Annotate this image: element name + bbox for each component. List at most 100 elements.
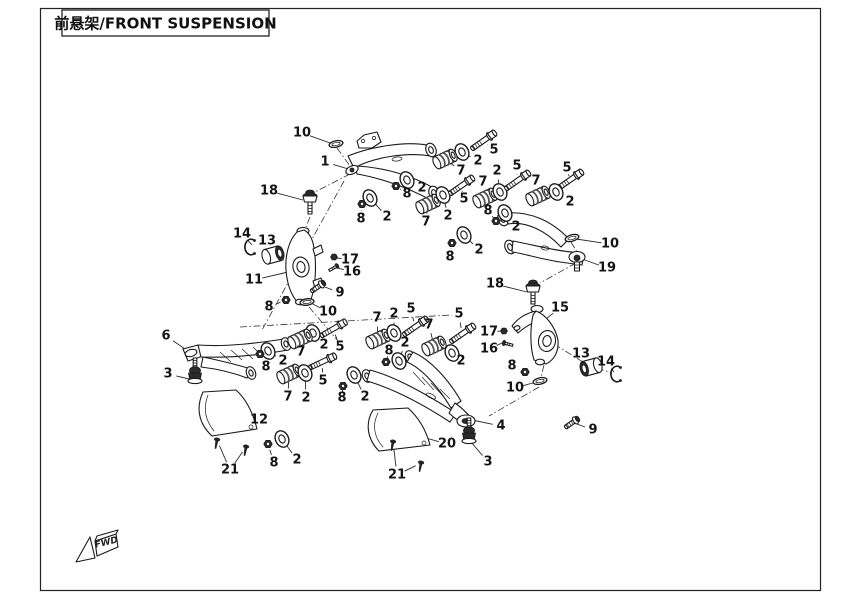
callout-label: 8 <box>402 187 411 202</box>
callout-label: 2 <box>474 243 483 258</box>
part-mud-guard-right <box>367 407 431 452</box>
callout-label: 21 <box>221 463 239 478</box>
callout-label: 17 <box>341 253 359 268</box>
callout-label: 2 <box>278 354 287 369</box>
nut-part <box>357 199 367 209</box>
leader-line <box>277 192 304 201</box>
callout-label: 20 <box>438 437 456 452</box>
callout-label: 5 <box>562 161 571 176</box>
nut-part <box>381 357 391 367</box>
callout-label: 16 <box>480 342 498 357</box>
leader-line <box>276 301 281 305</box>
leader-line <box>412 317 415 322</box>
callout-label: 7 <box>456 164 465 179</box>
callout-label: 7 <box>283 390 292 405</box>
leader-line <box>459 322 462 329</box>
callout-label: 2 <box>292 453 301 468</box>
callout-label: 2 <box>473 154 482 169</box>
part-steering-knuckle-right <box>511 304 559 366</box>
callout-label: 21 <box>388 468 406 483</box>
callout-label: 4 <box>496 419 505 434</box>
leader-line <box>334 334 338 340</box>
callout-label: 13 <box>258 234 276 249</box>
callout-label: 8 <box>264 300 273 315</box>
callout-label: 8 <box>261 360 270 375</box>
callout-label: 8 <box>269 456 278 471</box>
callout-label: 2 <box>301 391 310 406</box>
callout-label: 5 <box>318 374 327 389</box>
callout-label: 19 <box>598 261 616 276</box>
part-mud-guard-left <box>198 389 258 437</box>
callout-label: 15 <box>551 301 569 316</box>
part-lower-control-arm-left <box>182 337 292 380</box>
leader-line <box>470 441 483 456</box>
callout-label: 12 <box>250 413 268 428</box>
callout-label: 3 <box>483 455 492 470</box>
page-title: 前悬架/FRONT SUSPENSION <box>54 15 276 33</box>
callout-label: 7 <box>531 174 540 189</box>
callout-label: 10 <box>601 237 619 252</box>
callout-label: 3 <box>163 367 172 382</box>
part-upper-control-arm-right <box>497 211 586 272</box>
small-nut-left-part <box>330 253 338 261</box>
nut-part <box>255 349 265 359</box>
callout-label: 2 <box>319 338 328 353</box>
callout-label: 8 <box>356 212 365 227</box>
callout-label: 10 <box>506 381 524 396</box>
nut-part <box>491 216 501 226</box>
callout-label: 5 <box>406 302 415 317</box>
callout-label: 8 <box>483 204 492 219</box>
callout-label: 5 <box>335 340 344 355</box>
callout-label: 18 <box>486 277 504 292</box>
callout-label: 1 <box>320 155 329 170</box>
title-box: 前悬架/FRONT SUSPENSION <box>54 9 277 37</box>
callout-label: 10 <box>293 126 311 141</box>
leader-line <box>324 286 333 291</box>
callout-label: 9 <box>588 423 597 438</box>
callout-label: 2 <box>565 195 574 210</box>
nut-part <box>447 238 457 248</box>
callout-label: 7 <box>372 311 381 326</box>
callout-label: 2 <box>443 209 452 224</box>
leader-line <box>491 216 494 218</box>
callout-label: 2 <box>511 220 520 235</box>
leader-line <box>575 238 602 244</box>
leader-line <box>262 271 289 279</box>
callout-label: 10 <box>319 305 337 320</box>
callout-label: 2 <box>389 307 398 322</box>
callout-label: 11 <box>245 273 263 288</box>
leader-line <box>309 135 334 145</box>
callout-label: 14 <box>233 227 251 242</box>
callout-label: 5 <box>512 159 521 174</box>
leader-line <box>234 451 243 464</box>
callout-label: 2 <box>360 390 369 405</box>
nut-part <box>520 367 530 377</box>
leader-line <box>393 447 397 467</box>
callout-label: 8 <box>445 250 454 265</box>
leader-line <box>496 342 503 346</box>
callout-label: 6 <box>161 329 170 344</box>
callout-label: 2 <box>400 336 409 351</box>
callout-label: 14 <box>597 355 615 370</box>
callout-label: 17 <box>480 325 498 340</box>
leader-line <box>218 445 228 463</box>
nut-part <box>263 439 273 449</box>
nut-part <box>391 181 401 191</box>
callout-label: 18 <box>260 184 278 199</box>
callout-label: 9 <box>335 286 344 301</box>
callout-label: 5 <box>454 307 463 322</box>
leader-line <box>269 449 272 456</box>
leader-line <box>336 257 342 260</box>
callout-label: 8 <box>337 391 346 406</box>
leader-line <box>503 285 528 293</box>
leader-line <box>576 423 586 428</box>
callout-label: 7 <box>421 215 430 230</box>
callout-label: 2 <box>417 181 426 196</box>
leader-line <box>247 239 253 246</box>
leader-line <box>399 188 402 190</box>
callout-label: 5 <box>489 143 498 158</box>
fwd-indicator: FWD <box>75 529 120 563</box>
callout-label: 16 <box>343 265 361 280</box>
sheet-border <box>39 7 822 592</box>
